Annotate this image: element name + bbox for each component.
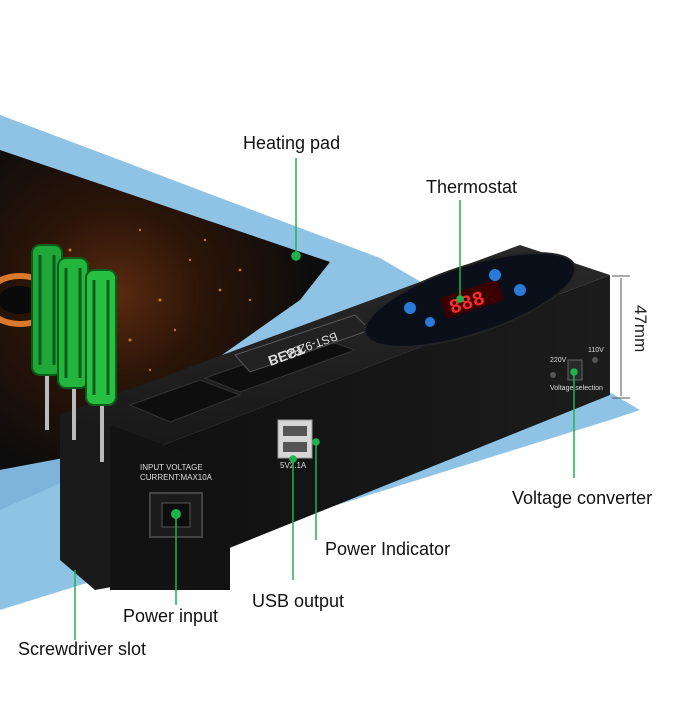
callout-power-input: Power input	[123, 606, 219, 626]
callout-usb-output: USB output	[252, 591, 345, 611]
controller-box: BEST BST-928A 888 5V2.1A 220V 110V Volt	[60, 245, 610, 590]
input-voltage-label: INPUT VOLTAGE	[140, 463, 203, 472]
screwdriver-3	[85, 269, 117, 462]
slot-1	[128, 379, 242, 423]
callout-thermostat: Thermostat	[426, 177, 518, 197]
thermostat-set-button[interactable]	[404, 302, 416, 314]
voltage-right-label: 110V	[588, 347, 604, 354]
thermostat-up-button[interactable]	[489, 269, 501, 281]
voltage-selector[interactable]: 220V 110V Voltage selection	[550, 347, 604, 392]
input-current-label: CURRENT:MAX10A	[140, 473, 213, 482]
callout-leaders	[74, 158, 578, 640]
screwdrivers	[31, 244, 117, 462]
thermostat-display	[440, 279, 504, 319]
thermostat-panel: 888	[363, 252, 577, 348]
callout-power-indicator: Power Indicator	[325, 539, 451, 559]
dimension-label: 47mm	[631, 305, 650, 353]
callout-screwdriver-slot: Screwdriver slot	[18, 639, 147, 659]
screwdriver-2	[57, 257, 89, 440]
thermostat-down-button[interactable]	[514, 284, 526, 296]
pad-surface	[0, 150, 330, 470]
pad-sparkles	[58, 228, 252, 372]
dimension-bracket	[612, 275, 630, 399]
callout-voltage-converter: Voltage converter	[512, 488, 653, 508]
box-front-face	[150, 275, 610, 580]
voltage-caption: Voltage selection	[550, 385, 603, 392]
voltage-left-label: 220V	[550, 357, 567, 364]
callout-heating-pad: Heating pad	[243, 133, 341, 153]
thermostat-left-button[interactable]	[425, 317, 435, 327]
